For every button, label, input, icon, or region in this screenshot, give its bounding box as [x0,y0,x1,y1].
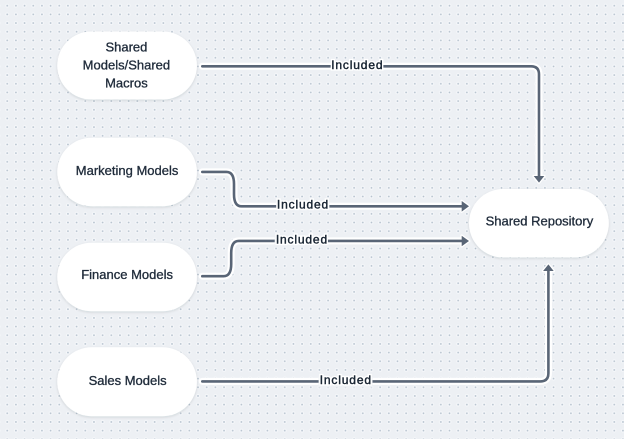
svg-text:Included: Included [320,373,372,387]
svg-text:Sales Models: Sales Models [89,373,168,388]
svg-text:Shared: Shared [105,40,147,55]
svg-text:Finance Models: Finance Models [81,267,173,282]
svg-text:Included: Included [331,58,383,72]
svg-text:Included: Included [331,58,383,72]
svg-text:Included: Included [320,373,372,387]
svg-text:Models/Shared: Models/Shared [83,58,170,73]
svg-text:Shared Repository: Shared Repository [486,214,594,229]
svg-text:Macros: Macros [105,76,148,91]
svg-text:Included: Included [277,198,329,212]
svg-text:Included: Included [276,233,328,247]
svg-text:Included: Included [277,198,329,212]
svg-text:Included: Included [276,233,328,247]
svg-text:Marketing Models: Marketing Models [76,163,179,178]
